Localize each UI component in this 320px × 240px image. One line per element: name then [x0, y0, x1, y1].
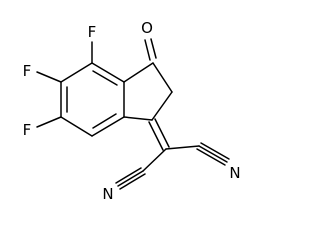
- nitrogen-label: N: [229, 164, 240, 182]
- bond: [152, 62, 173, 93]
- double-bond: [144, 39, 151, 61]
- bond: [36, 71, 62, 83]
- bond: [60, 116, 93, 137]
- label-bg: [20, 62, 36, 80]
- benzene-ring: [60, 62, 125, 137]
- double-bond: [150, 38, 157, 59]
- triple-bond: [198, 145, 228, 163]
- atom-labels: F F F O N N: [20, 19, 244, 203]
- triple-bond: [119, 173, 146, 190]
- exocyclic-double-bond: [148, 118, 170, 151]
- nitrile-group-1: [165, 142, 230, 166]
- fluorine-label: F: [23, 121, 32, 139]
- nitrogen-label: N: [102, 185, 113, 203]
- double-bond-inner: [92, 113, 117, 129]
- double-bond: [148, 121, 164, 151]
- bond: [123, 116, 153, 121]
- label-bg: [226, 164, 244, 182]
- triple-bond: [196, 148, 226, 166]
- bond: [142, 148, 167, 172]
- label-bg: [99, 185, 117, 203]
- triple-bond: [117, 170, 144, 187]
- bond: [60, 62, 93, 83]
- triple-bond: [115, 167, 142, 184]
- bond: [165, 145, 200, 150]
- ketone-group: [144, 38, 157, 61]
- double-bond: [154, 118, 170, 148]
- double-bond-inner: [92, 70, 118, 86]
- bond: [151, 91, 173, 121]
- triple-bond: [200, 142, 230, 160]
- bond: [91, 116, 125, 137]
- fluorine-label: F: [23, 62, 32, 80]
- label-bg: [20, 121, 36, 139]
- bond: [36, 116, 62, 128]
- molecule-structure: F F F O N N: [20, 19, 244, 203]
- label-bg: [138, 19, 156, 37]
- fluorine-bonds: [36, 41, 93, 128]
- fluorine-label: F: [88, 23, 97, 41]
- label-bg: [84, 23, 100, 41]
- cyclopentane-ring: [123, 62, 173, 121]
- oxygen-label: O: [141, 19, 153, 37]
- bond: [123, 62, 154, 83]
- bond: [91, 62, 125, 83]
- nitrile-group-2: [115, 148, 167, 190]
